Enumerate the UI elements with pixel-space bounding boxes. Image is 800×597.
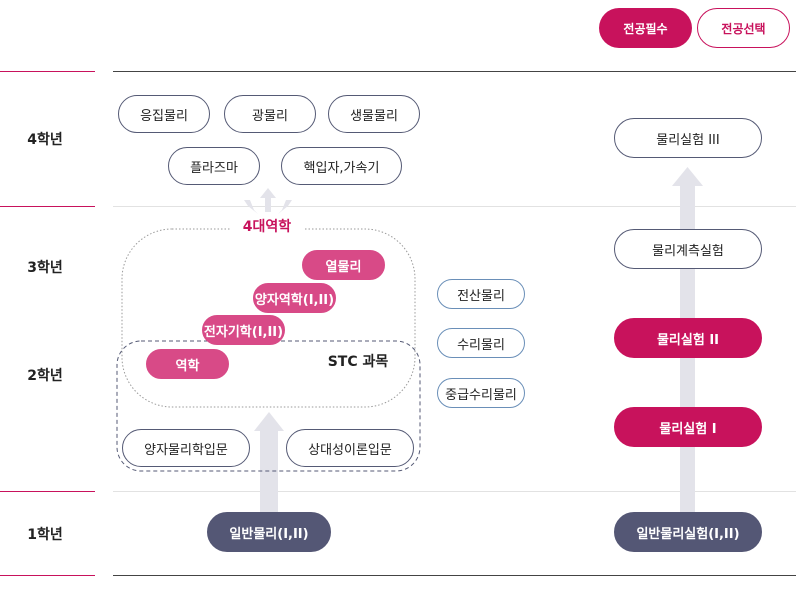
course-physics-lab-1[interactable]: 물리실험 I: [614, 407, 762, 447]
year-label-3: 3학년: [27, 260, 63, 276]
row-divider-top: [113, 71, 796, 72]
row-divider-bottom: [113, 575, 796, 576]
course-intro-relativity[interactable]: 상대성이론입문: [286, 429, 414, 467]
general-arrow-shaft: [260, 428, 278, 516]
general-arrow-arrowhead: [254, 412, 284, 431]
lab-track-arrowhead: [672, 167, 703, 186]
row-divider-top-left: [0, 71, 95, 72]
stc-label: STC 과목: [327, 354, 389, 370]
legend-elective[interactable]: 전공선택: [697, 8, 790, 48]
row-divider-2-1: [113, 491, 796, 492]
course-biophysics[interactable]: 생물물리: [328, 95, 420, 133]
course-general-physics-lab[interactable]: 일반물리실험(I,II): [614, 512, 762, 552]
course-mechanics[interactable]: 역학: [146, 349, 229, 379]
row-divider-4-3: [113, 206, 796, 207]
course-nuclear-particle[interactable]: 핵입자,가속기: [281, 147, 402, 185]
year-label-4: 4학년: [27, 132, 63, 148]
year-label-1: 1학년: [27, 527, 63, 543]
course-math-physics[interactable]: 수리물리: [437, 328, 525, 358]
course-computational-physics[interactable]: 전산물리: [437, 279, 525, 309]
course-intermediate-math-physics[interactable]: 중급수리물리: [437, 378, 525, 408]
course-thermal-physics[interactable]: 열물리: [302, 250, 385, 280]
course-plasma[interactable]: 플라즈마: [168, 147, 260, 185]
course-physics-lab-2[interactable]: 물리실험 II: [614, 318, 762, 358]
branch-arrows: [244, 188, 292, 214]
row-divider-4-3-left: [0, 206, 95, 207]
course-optics[interactable]: 광물리: [224, 95, 316, 133]
legend-required[interactable]: 전공필수: [599, 8, 692, 48]
course-general-physics[interactable]: 일반물리(I,II): [207, 512, 331, 552]
course-physics-lab-3[interactable]: 물리실험 III: [614, 118, 762, 158]
course-electromagnetism[interactable]: 전자기학(I,II): [202, 315, 285, 345]
course-intro-quantum[interactable]: 양자물리학입문: [122, 429, 250, 467]
course-measurement-lab[interactable]: 물리계측실험: [614, 229, 762, 269]
course-condensed-matter[interactable]: 응집물리: [118, 95, 210, 133]
year-label-2: 2학년: [27, 368, 63, 384]
row-divider-bottom-left: [0, 575, 95, 576]
four-mechanics-label: 4대역학: [242, 219, 292, 235]
course-quantum-mechanics[interactable]: 양자역학(I,II): [253, 283, 336, 313]
four-mechanics-label-backdrop: [231, 214, 303, 240]
row-divider-2-1-left: [0, 491, 95, 492]
